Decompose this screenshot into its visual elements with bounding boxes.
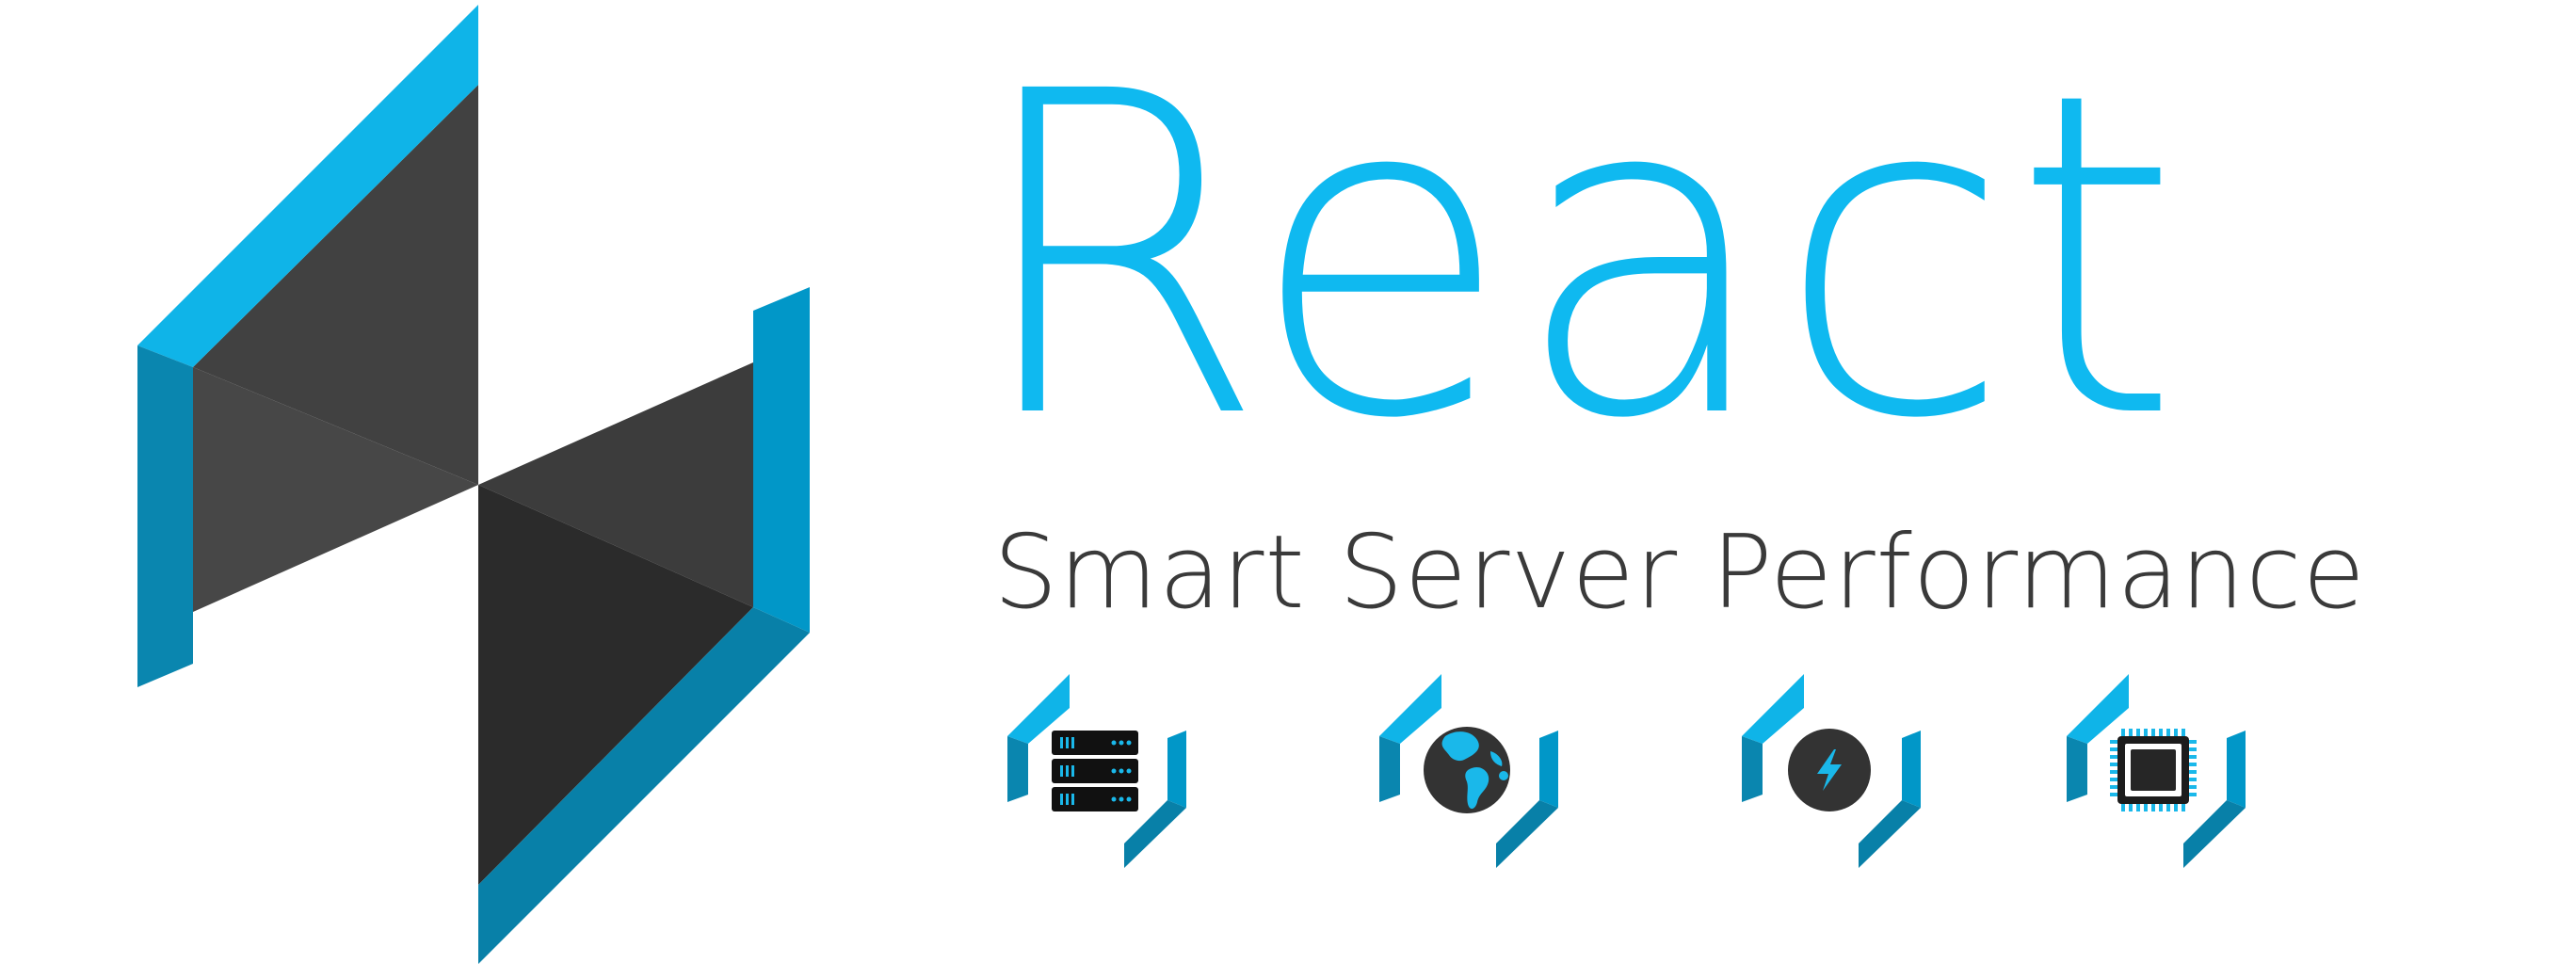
feature-network <box>1379 670 1558 868</box>
cpu-chip-icon <box>2110 729 2197 811</box>
logo-mark <box>137 5 810 964</box>
feature-processing <box>2067 670 2246 868</box>
logo-rim-lower-bottom <box>478 607 810 964</box>
mini-logo-mark <box>1007 674 1186 868</box>
logo-panel-lower-upper <box>478 362 753 607</box>
server-rack-icon <box>1052 731 1138 811</box>
brand-tagline: Smart Server Performance <box>993 514 2366 632</box>
logo-rim-lower-right <box>753 287 810 633</box>
mini-logo-mark <box>1742 674 1921 868</box>
brand-title: React <box>970 0 2182 516</box>
logo-panel-upper <box>193 85 478 485</box>
logo-panel-lower <box>478 485 753 885</box>
globe-icon <box>1424 727 1510 813</box>
logo-rim-upper-left <box>137 345 193 687</box>
logo-panel-upper-shade <box>193 367 478 612</box>
mini-logo-mark <box>2067 674 2246 868</box>
feature-speed <box>1742 670 1921 868</box>
lightning-icon <box>1788 729 1871 811</box>
logo-rim-upper-top <box>137 5 478 367</box>
mini-logo-mark <box>1379 674 1558 868</box>
feature-icon-row <box>1007 670 2269 868</box>
feature-server <box>1007 670 1186 868</box>
